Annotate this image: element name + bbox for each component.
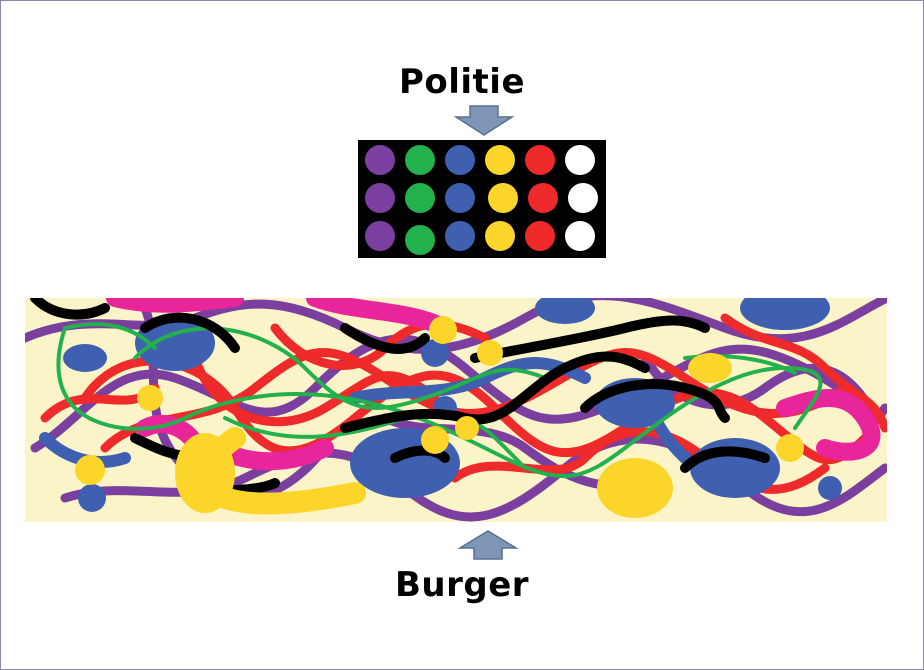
- dot-white: [565, 221, 595, 251]
- scribble-canvas: [25, 298, 887, 522]
- arrow-up-icon: [458, 530, 518, 560]
- citizen-label: Burger: [0, 565, 924, 605]
- dot-yellow: [485, 221, 515, 251]
- dot-white: [568, 183, 598, 213]
- dot-red: [528, 183, 558, 213]
- dot-blue: [445, 221, 475, 251]
- dot-yellow: [485, 145, 515, 175]
- dot-purple: [365, 145, 395, 175]
- dot-green: [405, 183, 435, 213]
- arrow-down-icon: [454, 106, 514, 136]
- dot-green: [405, 145, 435, 175]
- police-label: Politie: [0, 62, 924, 102]
- dot-blue: [445, 145, 475, 175]
- dot-white: [565, 145, 595, 175]
- dot-red: [525, 145, 555, 175]
- dot-purple: [365, 183, 395, 213]
- dot-purple: [365, 221, 395, 251]
- dot-red: [525, 221, 555, 251]
- dot-blue: [445, 183, 475, 213]
- dot-yellow: [488, 183, 518, 213]
- dot-green: [405, 225, 435, 255]
- dot-grid: [358, 140, 606, 258]
